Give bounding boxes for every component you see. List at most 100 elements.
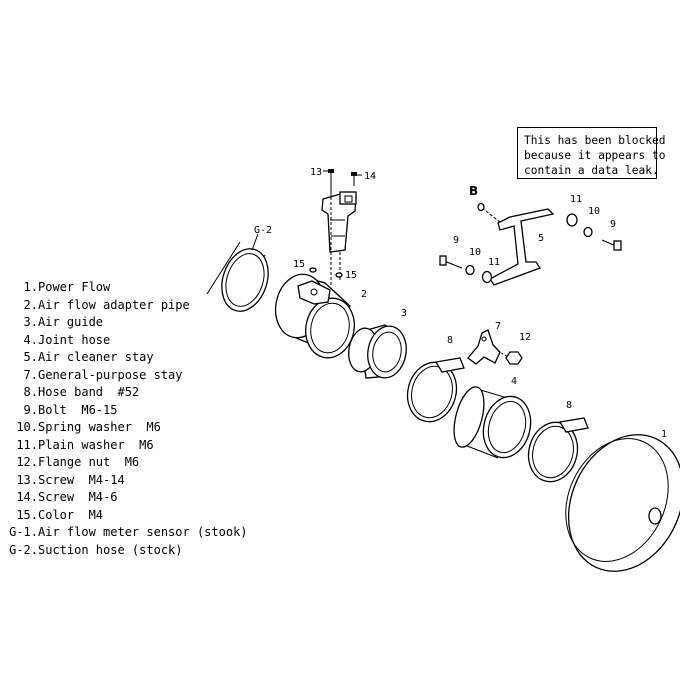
legend-item: 11.Plain washer M6: [6, 437, 248, 455]
legend-number: 2.: [23, 297, 38, 312]
leader-g2: [251, 233, 259, 251]
callout-10b: 10: [588, 206, 600, 217]
legend-number: 10.: [16, 420, 38, 434]
callout-8a: 8: [447, 335, 453, 346]
callout-8b: 8: [566, 400, 572, 411]
callout-7: 7: [495, 321, 501, 332]
notice-line-1: This has been blocked: [524, 134, 666, 147]
air-cleaner-stay: [489, 208, 555, 286]
callout-14: 14: [364, 171, 376, 182]
legend-item: 8.Hose band #52: [6, 384, 248, 402]
callout-g2: G-2: [254, 225, 272, 236]
collar-15a: [309, 267, 317, 273]
legend-number: 9.: [23, 402, 38, 417]
legend-text: Air flow meter sensor (stook): [38, 525, 248, 539]
legend-text: Hose band #52: [38, 385, 140, 399]
legend-text: Air cleaner stay: [38, 350, 154, 364]
legend-item: G-1.Air flow meter sensor (stook): [6, 524, 248, 542]
leader-5: [481, 207, 501, 223]
legend-number: 15.: [16, 507, 38, 522]
washer-b: [477, 202, 485, 212]
legend-item: G-2.Suction hose (stock): [6, 542, 248, 560]
parts-legend: 1.Power Flow 2.Air flow adapter pipe 3.A…: [6, 279, 248, 560]
callout-3: 3: [401, 308, 407, 319]
plain-washer-11-right: [566, 213, 578, 227]
callout-15b: 15: [345, 270, 357, 281]
legend-item: 14.Screw M4-6: [6, 489, 248, 507]
legend-number: 7.: [23, 367, 38, 382]
legend-item: 4.Joint hose: [6, 332, 248, 350]
hose-band-lower: [527, 417, 589, 483]
air-guide: [348, 324, 407, 379]
callout-9a: 9: [453, 235, 459, 246]
legend-number: 11.: [16, 437, 38, 452]
air-flow-adapter-pipe: [274, 273, 355, 359]
legend-text: Flange nut M6: [38, 455, 140, 469]
legend-number: 8.: [23, 385, 38, 399]
callout-9b: 9: [610, 219, 616, 230]
legend-text: Spring washer M6: [38, 420, 161, 434]
legend-text: Plain washer M6: [38, 437, 154, 452]
blocked-notice: This has been blocked because it appears…: [517, 127, 666, 179]
legend-item: 13.Screw M4-14: [6, 472, 248, 490]
joint-hose: [453, 386, 532, 459]
bolt-9-left: [439, 255, 463, 269]
callout-11b: 11: [570, 194, 582, 205]
spring-washer-10-right: [583, 226, 593, 238]
legend-text: Bolt M6-15: [38, 402, 118, 417]
legend-item: 7.General-purpose stay: [6, 367, 248, 385]
legend-number: 1.: [23, 280, 38, 294]
callout-4: 4: [511, 376, 517, 387]
callout-11a: 11: [488, 257, 500, 268]
bolt-9-right: [601, 239, 622, 251]
legend-item: 9.Bolt M6-15: [6, 402, 248, 420]
notice-line-2: because it appears to: [524, 149, 666, 162]
air-flow-meter-sensor: [321, 191, 357, 253]
legend-item: 2.Air flow adapter pipe: [6, 297, 248, 315]
legend-text: Screw M4-14: [38, 472, 125, 487]
legend-number: 4.: [23, 332, 38, 347]
callout-15a: 15: [293, 259, 305, 270]
spring-washer-10-left: [465, 264, 475, 276]
legend-text: General-purpose stay: [38, 367, 183, 382]
legend-text: Joint hose: [38, 332, 111, 347]
flange-nut-12: [505, 351, 523, 365]
legend-number: 13.: [16, 472, 38, 487]
legend-number: 12.: [16, 455, 38, 469]
legend-text: Power Flow: [38, 280, 111, 294]
callout-10a: 10: [469, 247, 481, 258]
legend-number: G-1.: [9, 525, 38, 539]
legend-text: Air guide: [38, 315, 104, 329]
legend-number: 14.: [16, 490, 38, 504]
legend-text: Air flow adapter pipe: [38, 297, 190, 312]
legend-item: 12.Flange nut M6: [6, 454, 248, 472]
hose-band-upper: [406, 357, 465, 423]
callout-1: 1: [661, 429, 667, 440]
legend-text: Screw M4-6: [38, 490, 118, 504]
notice-line-3: contain a data leak.: [524, 164, 659, 177]
power-flow-filter: [565, 434, 680, 572]
legend-text: Color M4: [38, 507, 104, 522]
screw-14: [351, 172, 357, 186]
legend-item: 15.Color M4: [6, 507, 248, 525]
legend-item: 3.Air guide: [6, 314, 248, 332]
legend-item: 5.Air cleaner stay: [6, 349, 248, 367]
legend-text: Suction hose (stock): [38, 542, 183, 557]
legend-number: 3.: [23, 315, 38, 329]
callout-12: 12: [519, 332, 531, 343]
callout-2: 2: [361, 289, 367, 300]
screw-13: [328, 169, 334, 197]
callout-b: B: [469, 184, 478, 198]
legend-number: 5.: [23, 350, 38, 364]
leader-7-12: [497, 350, 509, 358]
collar-15b: [335, 272, 343, 278]
general-purpose-stay: [467, 329, 501, 365]
legend-item: 10.Spring washer M6: [6, 419, 248, 437]
suction-hose-g2: [206, 241, 269, 312]
plain-washer-11-left: [481, 270, 493, 284]
legend-number: G-2.: [9, 542, 38, 557]
callout-5: 5: [538, 233, 544, 244]
callout-13: 13: [310, 167, 322, 178]
legend-item: 1.Power Flow: [6, 279, 248, 297]
